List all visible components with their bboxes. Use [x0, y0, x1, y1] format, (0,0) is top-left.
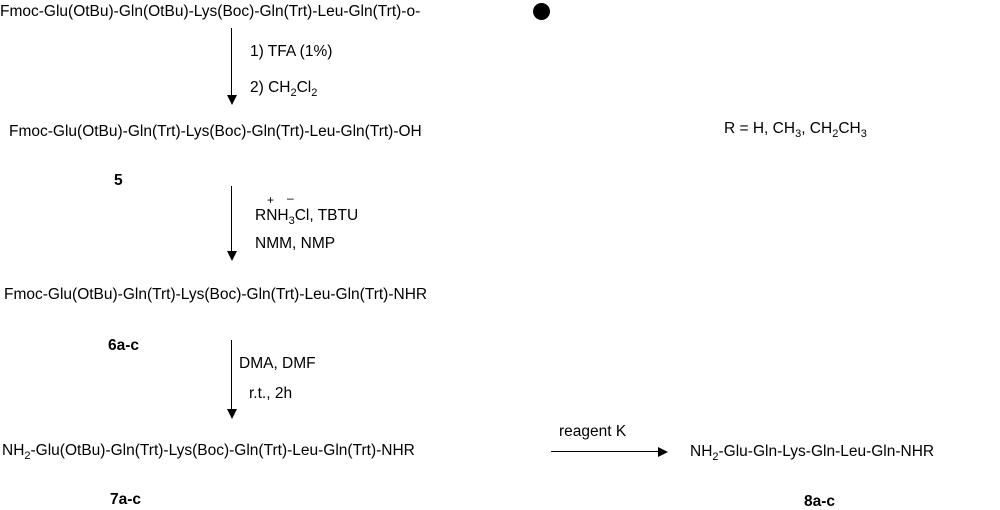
reaction-arrow-2	[226, 186, 238, 262]
step2-condition-2: NMM, NMP	[255, 235, 336, 252]
reaction-arrow-4	[551, 446, 669, 458]
compound-6-sequence: Fmoc-Glu(OtBu)-Gln(Trt)-Lys(Boc)-Gln(Trt…	[4, 286, 428, 303]
resin-bead-icon	[533, 3, 550, 20]
step4-reagent: reagent K	[559, 423, 627, 440]
step1-condition-2: 2) CH2Cl2	[250, 79, 318, 99]
compound-8-label: 8a-c	[804, 493, 836, 510]
compound-6-label: 6a-c	[108, 337, 140, 354]
step3-condition-2: r.t., 2h	[249, 385, 293, 402]
step2-condition-1: RNH3Cl, TBTU	[255, 207, 359, 227]
reaction-arrow-1	[226, 28, 238, 106]
reaction-arrow-3	[226, 340, 238, 420]
step3-condition-1: DMA, DMF	[239, 355, 316, 372]
compound-7-label: 7a-c	[110, 491, 142, 508]
anion-charge: –	[287, 191, 294, 205]
compound-8-sequence: NH2-Glu-Gln-Lys-Gln-Leu-Gln-NHR	[690, 443, 935, 463]
start-sequence: Fmoc-Glu(OtBu)-Gln(OtBu)-Lys(Boc)-Gln(Tr…	[0, 3, 421, 20]
step1-condition-1: 1) TFA (1%)	[250, 43, 333, 60]
compound-5-label: 5	[114, 172, 123, 189]
cation-charge: +	[267, 193, 275, 207]
compound-5-sequence: Fmoc-Glu(OtBu)-Gln(Trt)-Lys(Boc)-Gln(Trt…	[9, 123, 422, 140]
r-group-definition: R = H, CH3, CH2CH3	[724, 120, 867, 140]
compound-7-sequence: NH2-Glu(OtBu)-Gln(Trt)-Lys(Boc)-Gln(Trt)…	[2, 442, 415, 462]
